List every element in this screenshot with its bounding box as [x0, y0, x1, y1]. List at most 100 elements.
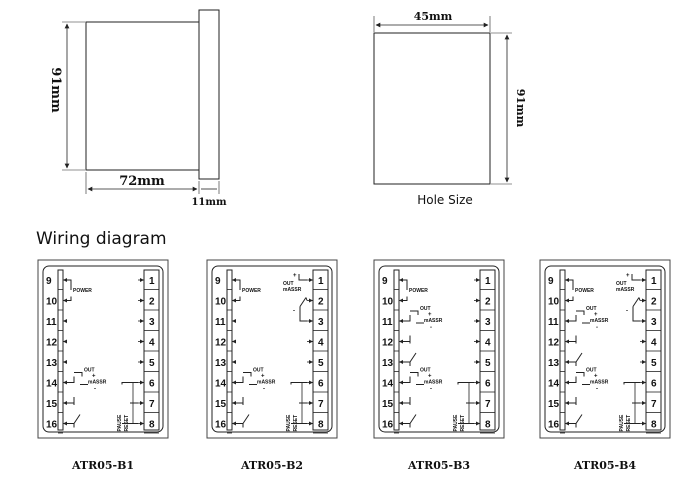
power-label: POWER [73, 288, 92, 294]
terminal-14: 14 [548, 379, 560, 390]
minus-sign: - [596, 325, 598, 331]
terminal-6: 6 [318, 379, 324, 390]
power-label: POWER [242, 288, 261, 294]
pause-label: PAUSE [117, 414, 123, 432]
terminal-4: 4 [149, 338, 155, 349]
terminal-8: 8 [149, 420, 155, 431]
out-label: OUT [586, 306, 597, 312]
massr-label-right: mASSR [616, 287, 635, 293]
model-caption: ATR05-B3 [407, 459, 470, 472]
terminal-9: 9 [382, 276, 388, 287]
terminal-13: 13 [46, 358, 58, 369]
out-label-right: OUT [616, 281, 627, 287]
minus-sign-right: - [293, 309, 295, 315]
terminal-6: 6 [149, 379, 155, 390]
panel-border [539, 259, 671, 439]
hole-height-label: 91mm [514, 89, 527, 128]
model-caption: ATR05-B2 [240, 459, 303, 472]
terminal-16: 16 [548, 420, 560, 431]
panel-frame [544, 265, 666, 433]
terminal-6: 6 [651, 379, 657, 390]
terminal-5: 5 [485, 358, 491, 369]
terminal-8: 8 [651, 420, 657, 431]
terminal-16: 16 [215, 420, 227, 431]
terminal-8: 8 [485, 420, 491, 431]
terminal-14: 14 [46, 379, 58, 390]
terminal-15: 15 [382, 399, 394, 410]
right-terminal-strip [645, 269, 662, 431]
pause-label: PAUSE [453, 414, 459, 432]
terminal-2: 2 [651, 297, 657, 308]
terminal-7: 7 [149, 399, 155, 410]
model-caption: ATR05-B1 [71, 459, 134, 472]
left-terminal-strip [393, 269, 400, 431]
terminal-12: 12 [46, 338, 58, 349]
out-label: OUT [420, 306, 431, 312]
depth-label: 11mm [191, 197, 226, 208]
terminal-3: 3 [318, 317, 324, 328]
terminal-16: 16 [382, 420, 394, 431]
terminal-4: 4 [651, 338, 657, 349]
plus-sign: + [92, 374, 96, 380]
plus-sign-right: + [626, 273, 630, 279]
terminal-11: 11 [548, 317, 559, 328]
terminal-10: 10 [46, 297, 58, 308]
out-label: OUT [420, 368, 431, 374]
terminal-5: 5 [651, 358, 657, 369]
terminal-14: 14 [382, 379, 394, 390]
pause-label: PAUSE [286, 414, 292, 432]
left-terminal-strip [226, 269, 233, 431]
plus-sign: + [594, 312, 598, 318]
right-terminal-strip [143, 269, 160, 431]
terminal-12: 12 [215, 338, 227, 349]
width-label-front: 72mm [119, 174, 165, 189]
terminal-11: 11 [46, 317, 57, 328]
terminal-3: 3 [651, 317, 657, 328]
out-label: OUT [253, 368, 264, 374]
height-label-front: 91mm [48, 67, 63, 113]
terminal-5: 5 [318, 358, 324, 369]
out-label: OUT [586, 368, 597, 374]
terminal-9: 9 [215, 276, 221, 287]
panel-frame [378, 265, 500, 433]
left-terminal-strip [559, 269, 566, 431]
panel-border [373, 259, 505, 439]
terminal-7: 7 [318, 399, 324, 410]
terminal-12: 12 [548, 338, 560, 349]
plus-sign: + [261, 374, 265, 380]
terminal-6: 6 [485, 379, 491, 390]
terminal-2: 2 [318, 297, 324, 308]
terminal-1: 1 [318, 276, 324, 287]
massr-label: mASSR [424, 318, 443, 324]
wiring-diagram-heading: Wiring diagram [36, 229, 167, 249]
massr-label: mASSR [424, 380, 443, 386]
panel-border [37, 259, 169, 439]
terminal-2: 2 [485, 297, 491, 308]
power-label: POWER [409, 288, 428, 294]
massr-label-right: mASSR [283, 287, 302, 293]
terminal-7: 7 [651, 399, 657, 410]
massr-label: mASSR [88, 380, 107, 386]
minus-sign: - [94, 387, 96, 393]
left-terminal-strip [57, 269, 64, 431]
front-view [62, 9, 220, 194]
hole-width-label: 45mm [414, 10, 453, 23]
terminal-1: 1 [651, 276, 657, 287]
terminal-13: 13 [215, 358, 227, 369]
model-caption: ATR05-B4 [573, 459, 636, 472]
terminal-16: 16 [46, 420, 58, 431]
terminal-12: 12 [382, 338, 394, 349]
minus-sign: - [596, 387, 598, 393]
right-terminal-strip [312, 269, 329, 431]
massr-label: mASSR [590, 380, 609, 386]
terminal-11: 11 [382, 317, 393, 328]
hole-size-caption: Hole Size [417, 193, 473, 207]
power-label: POWER [575, 288, 594, 294]
minus-sign-right: - [626, 309, 628, 315]
panel-border [206, 259, 338, 439]
